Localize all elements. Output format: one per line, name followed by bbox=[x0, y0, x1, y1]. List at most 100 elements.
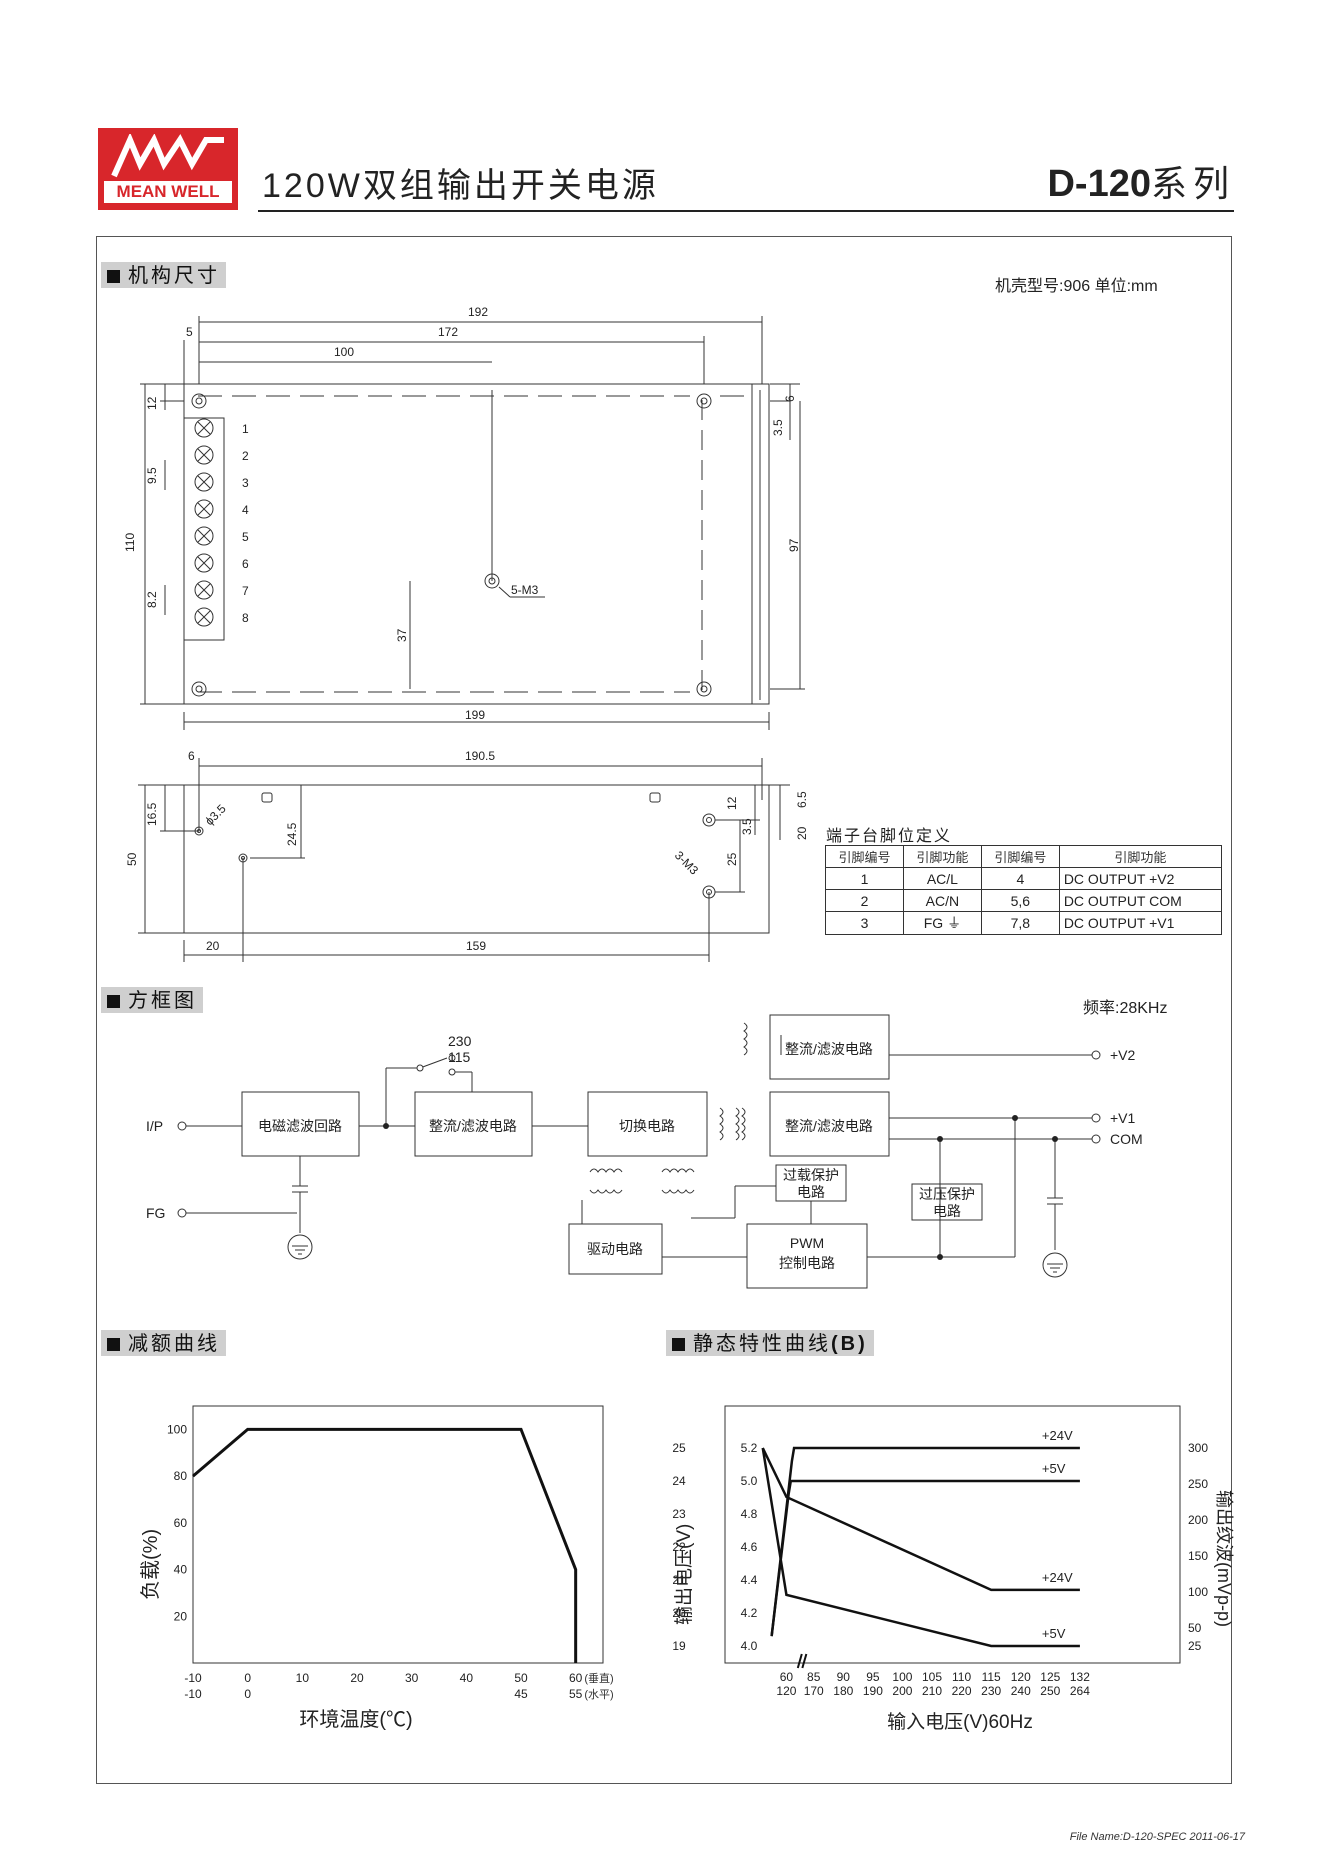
svg-text:8: 8 bbox=[242, 611, 249, 625]
svg-text:8.2: 8.2 bbox=[145, 591, 159, 608]
svg-text:I/P: I/P bbox=[146, 1118, 163, 1134]
x-tick-label: 50 bbox=[514, 1671, 528, 1685]
svg-text:5: 5 bbox=[186, 325, 193, 339]
x-tick-label: 125 bbox=[1040, 1670, 1060, 1684]
terminal-screws bbox=[194, 418, 214, 627]
pin-table-row: 3 FG ⏚ 7,8 DC OUTPUT +V1 bbox=[825, 911, 1223, 935]
x-axis-note: (水平) bbox=[584, 1688, 613, 1701]
page-title: 120W双组输出开关电源 bbox=[262, 167, 659, 205]
svg-text:100: 100 bbox=[334, 345, 354, 359]
x-tick-label: 132 bbox=[1070, 1670, 1090, 1684]
section-bullet-icon bbox=[107, 995, 120, 1008]
svg-text:驱动电路: 驱动电路 bbox=[587, 1241, 643, 1257]
svg-text:110: 110 bbox=[123, 533, 137, 552]
svg-text:172: 172 bbox=[438, 325, 458, 339]
y2-tick-label: 300 bbox=[1188, 1441, 1208, 1455]
y2-tick-label: 200 bbox=[1188, 1513, 1208, 1527]
svg-text:过压保护: 过压保护 bbox=[919, 1186, 975, 1202]
svg-text:3.5: 3.5 bbox=[740, 818, 754, 835]
x-tick-label-bottom: 240 bbox=[1011, 1684, 1031, 1698]
block-rect3 bbox=[769, 1091, 890, 1157]
static-ylabel: 输出电压(V) bbox=[673, 1524, 695, 1625]
y2-tick-label: 50 bbox=[1188, 1621, 1202, 1635]
section-static: 静态特性曲线(B) bbox=[666, 1330, 874, 1356]
series-name: D-120系列 bbox=[1047, 155, 1235, 207]
y-tick-label-inner: 4.6 bbox=[741, 1540, 758, 1554]
series-code: D-120 bbox=[1047, 163, 1151, 205]
series-label: +24V bbox=[1042, 1570, 1073, 1585]
y2-tick-label: 25 bbox=[1188, 1639, 1202, 1653]
x-tick-label-bottom: 264 bbox=[1070, 1684, 1090, 1698]
block-ovp bbox=[911, 1183, 983, 1221]
svg-text:整流/滤波电路: 整流/滤波电路 bbox=[785, 1041, 873, 1057]
svg-text:230: 230 bbox=[448, 1033, 472, 1049]
svg-text:6: 6 bbox=[242, 557, 249, 571]
svg-text:7: 7 bbox=[242, 584, 249, 598]
x-tick-label-horizontal: 0 bbox=[244, 1687, 251, 1701]
svg-text:切换电路: 切换电路 bbox=[619, 1118, 675, 1134]
svg-text:115: 115 bbox=[448, 1049, 471, 1065]
static-series-line bbox=[770, 1446, 1080, 1637]
derating-ylabel: 负载(%) bbox=[139, 1529, 162, 1600]
x-tick-label-bottom: 120 bbox=[776, 1684, 796, 1698]
section-mechanical: 机构尺寸 bbox=[101, 262, 226, 288]
dimension-labels: 192 172 100 5 12 9.5 110 8.2 37 6 3.5 97… bbox=[123, 305, 809, 953]
svg-text:4: 4 bbox=[242, 503, 249, 517]
x-tick-label-horizontal: 45 bbox=[514, 1687, 528, 1701]
block-drive bbox=[568, 1223, 663, 1275]
frequency-note: 频率:28KHz bbox=[1083, 1000, 1168, 1017]
y-tick-label-inner: 4.8 bbox=[741, 1507, 758, 1521]
svg-text:5: 5 bbox=[242, 530, 249, 544]
static-plot-area bbox=[724, 1405, 1181, 1664]
svg-text:控制电路: 控制电路 bbox=[779, 1255, 835, 1271]
x-axis-note: (垂直) bbox=[584, 1671, 613, 1685]
x-tick-label-bottom: 220 bbox=[952, 1684, 972, 1698]
x-tick-label: 85 bbox=[807, 1670, 821, 1684]
brand-name: MEAN WELL bbox=[104, 181, 232, 203]
static-series-line bbox=[770, 1479, 1080, 1637]
x-tick-label: 95 bbox=[866, 1670, 880, 1684]
content-frame bbox=[96, 236, 1232, 1784]
y-tick-label: 19 bbox=[672, 1639, 686, 1653]
svg-text:2: 2 bbox=[242, 449, 249, 463]
mean-well-logo: MEAN WELL bbox=[98, 128, 238, 210]
y-tick-label-inner: 5.2 bbox=[741, 1441, 758, 1455]
x-tick-label: 115 bbox=[982, 1670, 1001, 1684]
x-tick-label: 20 bbox=[350, 1671, 364, 1685]
section-bullet-icon bbox=[672, 1338, 685, 1351]
svg-text:37: 37 bbox=[395, 628, 409, 642]
svg-text:192: 192 bbox=[468, 305, 488, 319]
pin-table-row: 2 AC/N 5,6 DC OUTPUT COM bbox=[825, 889, 1223, 912]
section-derating: 减额曲线 bbox=[101, 1330, 226, 1356]
svg-text:12: 12 bbox=[145, 396, 159, 410]
svg-text:6: 6 bbox=[188, 749, 195, 763]
y2-tick-label: 100 bbox=[1188, 1585, 1208, 1599]
y-tick-label-inner: 5.0 bbox=[741, 1474, 758, 1488]
svg-text:5-M3: 5-M3 bbox=[511, 583, 539, 597]
svg-text:电磁滤波回路: 电磁滤波回路 bbox=[258, 1118, 342, 1134]
terminal-numbers: 1 2 3 4 5 6 7 8 bbox=[242, 422, 249, 625]
x-tick-label: 10 bbox=[296, 1671, 310, 1685]
svg-text:25: 25 bbox=[725, 852, 739, 866]
y-tick-label: 60 bbox=[174, 1516, 188, 1530]
pin-table-header: 引脚编号 引脚功能 引脚编号 引脚功能 bbox=[825, 845, 1223, 868]
block-rect2 bbox=[769, 1014, 890, 1080]
side-view-outline bbox=[183, 784, 770, 934]
x-tick-label: 60 bbox=[780, 1670, 794, 1684]
static-xlabel: 输入电压(V)60Hz bbox=[887, 1711, 1033, 1733]
x-tick-label-bottom: 170 bbox=[804, 1684, 824, 1698]
section-bullet-icon bbox=[107, 270, 120, 283]
svg-text:整流/滤波电路: 整流/滤波电路 bbox=[429, 1118, 517, 1134]
x-tick-label-bottom: 250 bbox=[1040, 1684, 1060, 1698]
section-block-diagram: 方框图 bbox=[101, 987, 203, 1013]
mw-logo-mark-icon bbox=[111, 134, 224, 178]
pin-table-row: 1 AC/L 4 DC OUTPUT +V2 bbox=[825, 867, 1223, 890]
block-pwm bbox=[746, 1223, 868, 1289]
svg-text:97: 97 bbox=[787, 538, 801, 552]
y-tick-label: 20 bbox=[672, 1606, 686, 1620]
x-tick-label: 40 bbox=[460, 1671, 474, 1685]
svg-text:过载保护: 过载保护 bbox=[783, 1167, 839, 1183]
x-tick-label-horizontal: -10 bbox=[184, 1687, 202, 1701]
svg-text:12: 12 bbox=[725, 796, 739, 810]
svg-text:电路: 电路 bbox=[797, 1184, 825, 1200]
